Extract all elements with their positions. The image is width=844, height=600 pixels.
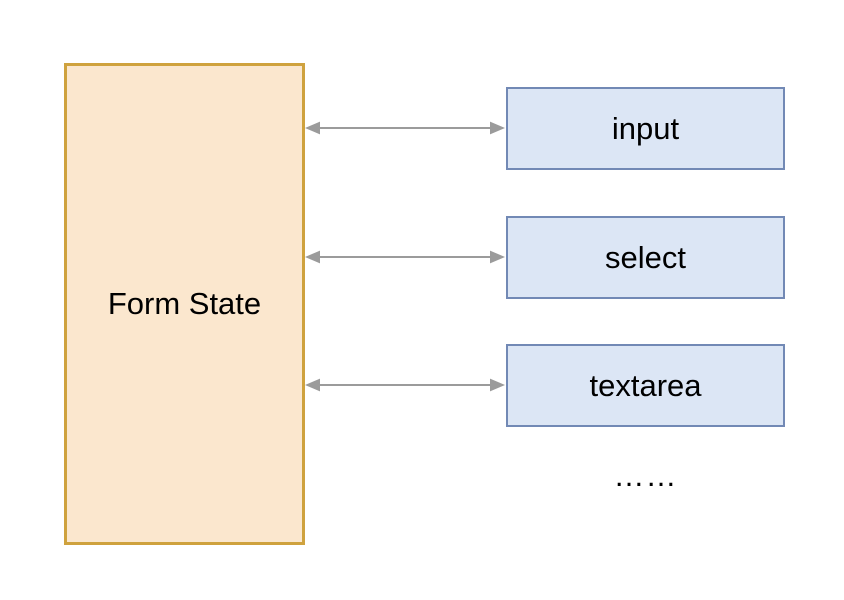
right-arrowhead-icon: [490, 121, 505, 135]
field-node-select-label: select: [605, 239, 686, 275]
field-node-input: input: [506, 87, 785, 170]
left-arrowhead-icon: [305, 121, 320, 135]
bidirectional-arrow-icon: [305, 121, 505, 135]
bidirectional-arrow-icon: [305, 250, 505, 264]
field-node-input-label: input: [611, 110, 680, 146]
bidirectional-arrow-icon: [305, 378, 505, 392]
field-node-select: select: [506, 216, 785, 299]
left-arrowhead-icon: [305, 378, 320, 392]
left-arrowhead-icon: [305, 250, 320, 264]
right-arrowhead-icon: [490, 250, 505, 264]
field-node-textarea: textarea: [506, 344, 785, 427]
right-arrowhead-icon: [490, 378, 505, 392]
field-node-textarea-label: textarea: [589, 367, 702, 403]
form-state-label: Form State: [107, 286, 262, 321]
more-fields-ellipsis: ……: [613, 458, 678, 493]
form-state-node: Form State: [64, 63, 305, 545]
